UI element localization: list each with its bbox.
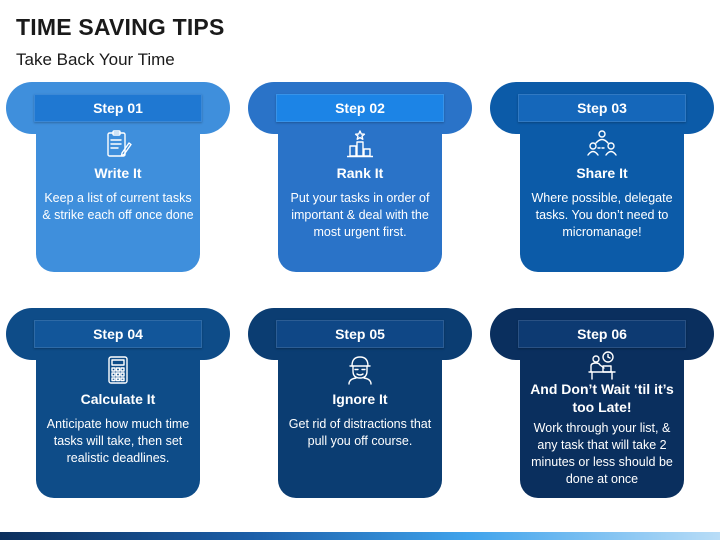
step-description: Keep a list of current tasks & strike ea… [42,191,194,222]
step-card-06: Step 06 And Don’t Wait ‘til it’s too Lat… [490,308,714,508]
step-description: Get rid of distractions that pull you of… [288,417,432,448]
card-body [520,328,684,498]
page-title: TIME SAVING TIPS [16,14,225,40]
page-subtitle: Take Back Your Time [16,50,175,69]
step-description: Put your tasks in order of important & d… [290,191,430,239]
step-heading: Calculate It [80,391,156,407]
team-share-icon [586,128,618,160]
step-label: Step 04 [34,320,202,348]
step-card-04: Step 04 Calculate It Anticipate how much… [6,308,230,508]
step-card-01: Step 01 Write It Keep a list of current … [6,82,230,282]
ignore-face-icon [344,354,376,386]
step-heading: Rank It [336,165,384,181]
step-heading: Ignore It [332,391,388,407]
step-card-05: Step 05 Ignore It Get rid of distraction… [248,308,472,508]
calculator-icon [102,354,134,386]
step-description: Work through your list, & any task that … [531,421,673,486]
footer-gradient-bar [0,532,720,540]
deadline-clock-icon [586,350,618,382]
step-label: Step 05 [276,320,444,348]
step-label: Step 06 [518,320,686,348]
step-label: Step 02 [276,94,444,122]
step-description: Anticipate how much time tasks will take… [46,417,190,465]
step-heading: And Don’t Wait ‘til it’s too Late! [530,381,674,415]
step-label: Step 01 [34,94,202,122]
step-label: Step 03 [518,94,686,122]
step-heading: Write It [94,165,142,181]
step-card-02: Step 02 Rank It Put your tasks in order … [248,82,472,282]
clipboard-list-icon [102,128,134,160]
step-heading: Share It [576,165,628,181]
ranking-bars-icon [344,128,376,160]
step-description: Where possible, delegate tasks. You don’… [531,191,673,239]
step-card-03: Step 03 Share It Where possible, delegat… [490,82,714,282]
